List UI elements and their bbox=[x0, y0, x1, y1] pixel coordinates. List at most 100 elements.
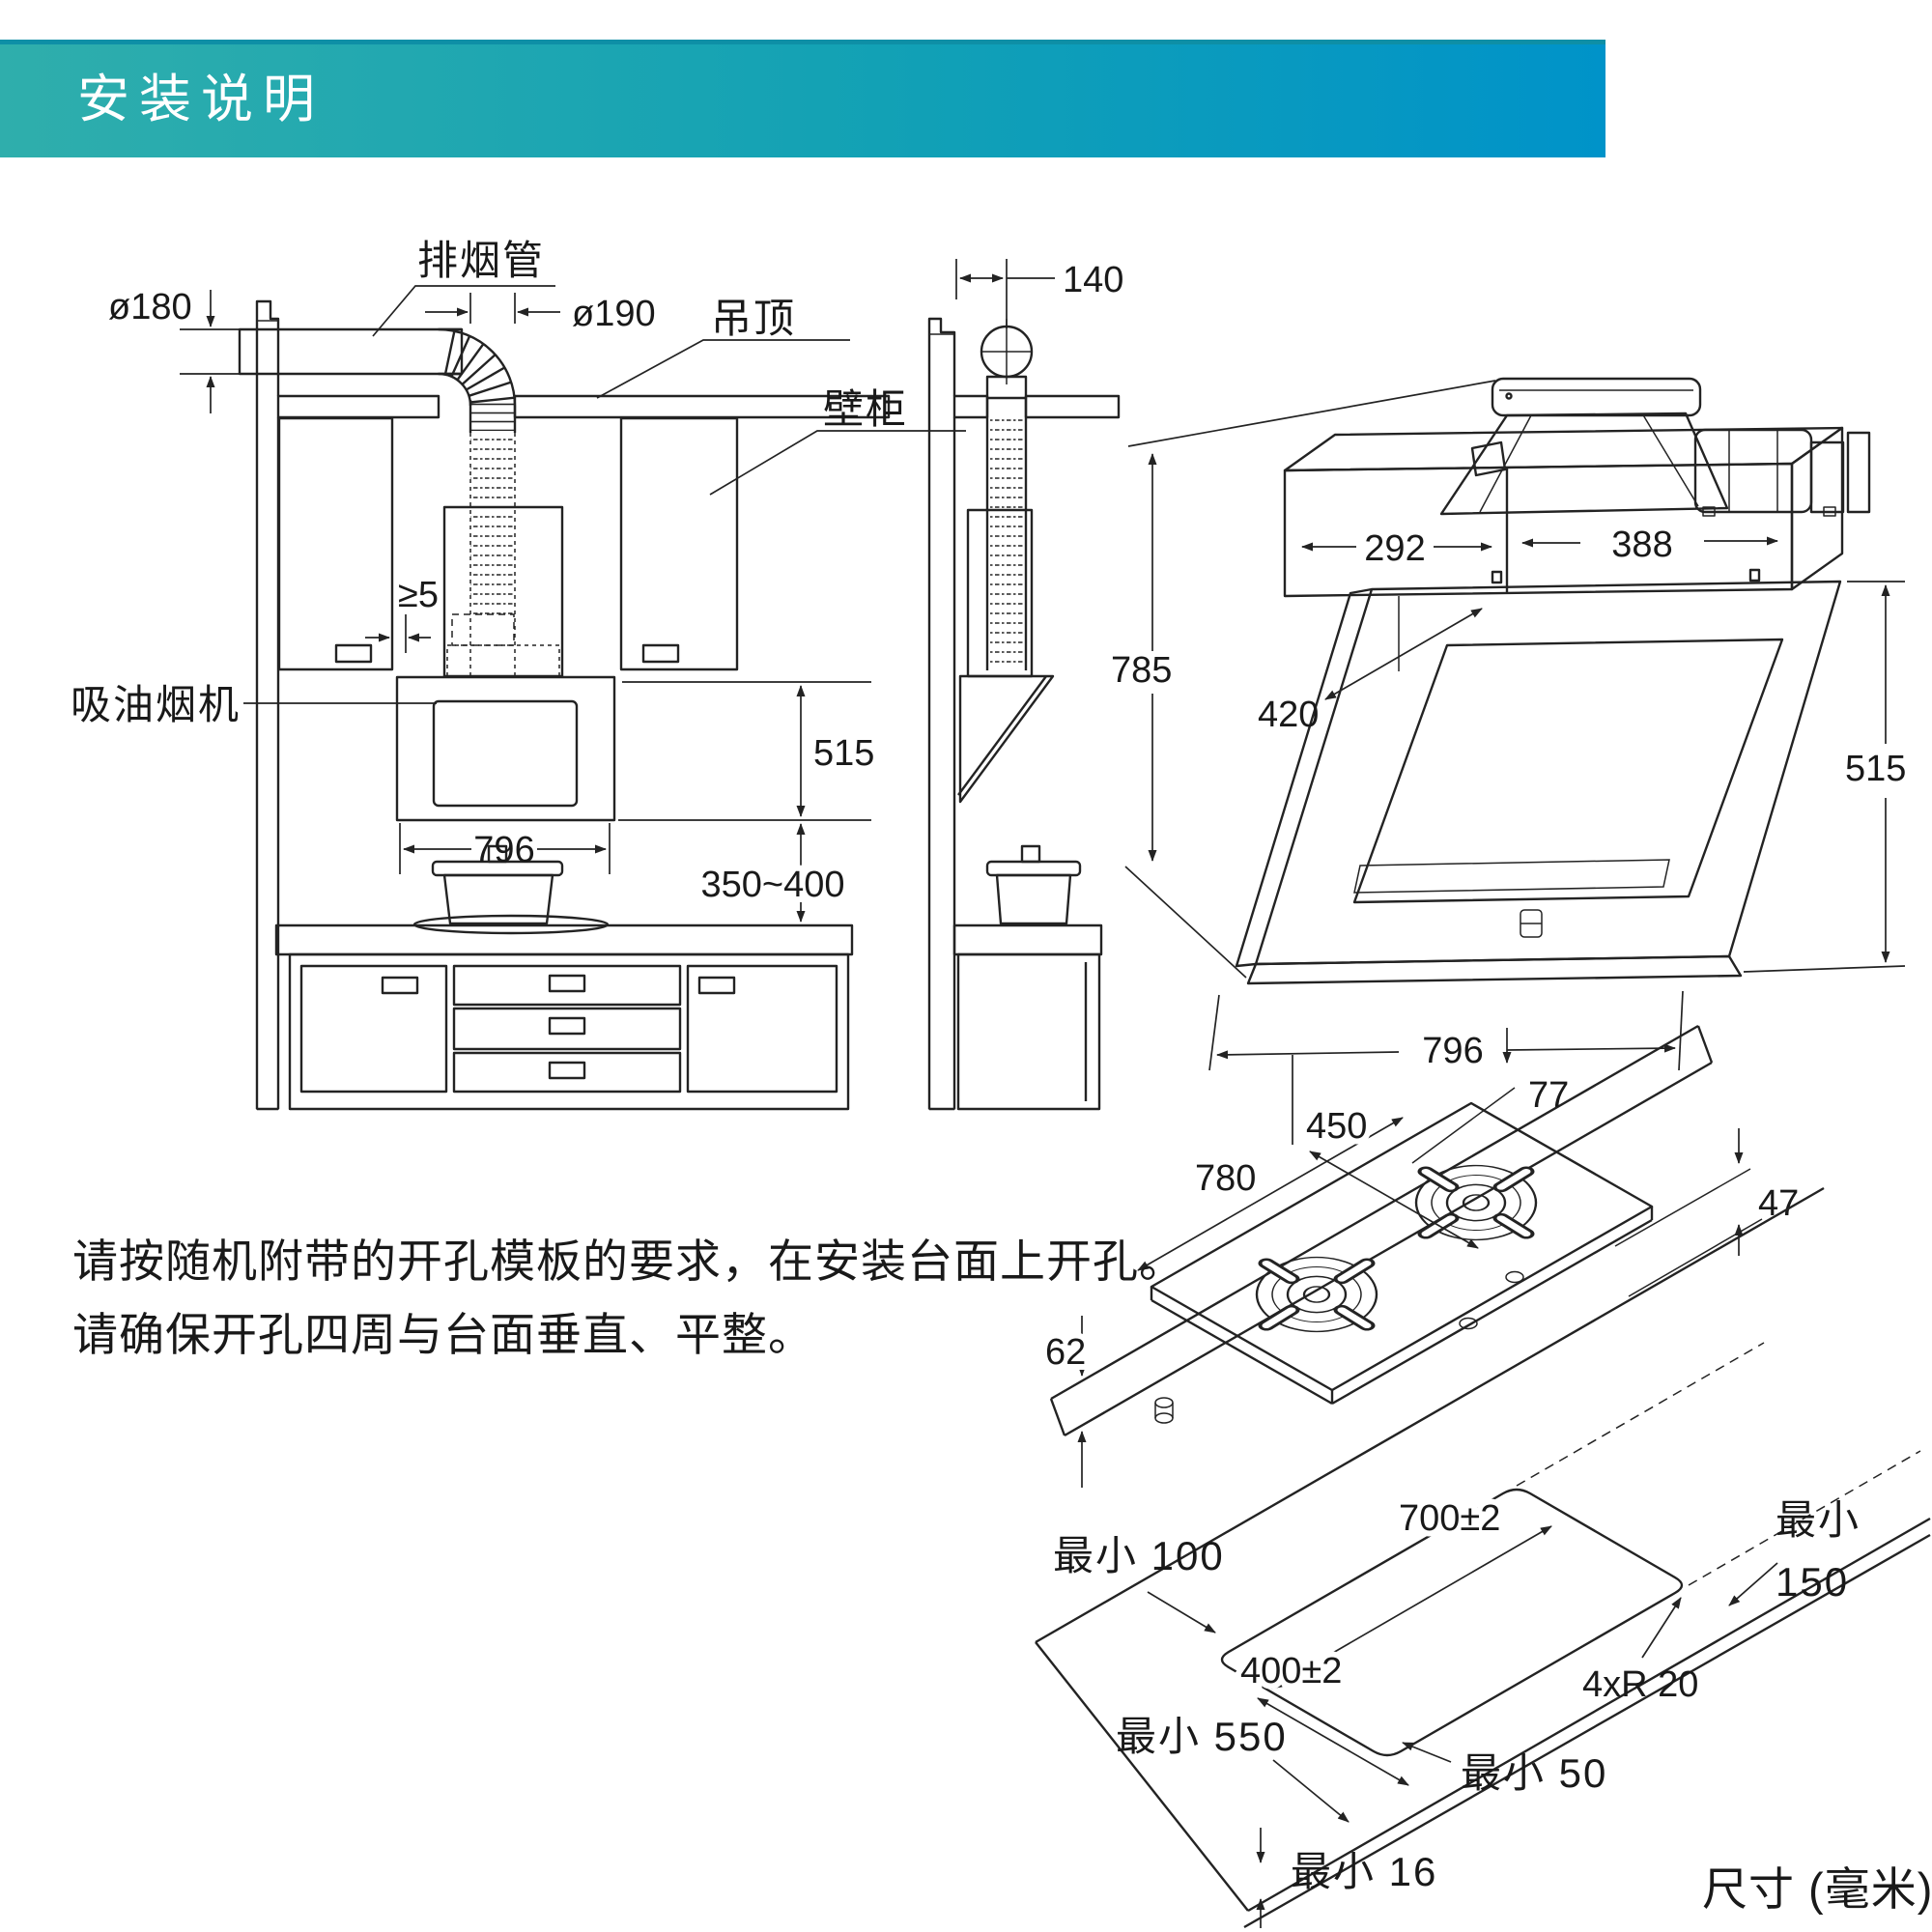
pot-front bbox=[431, 844, 564, 925]
svg-text:515: 515 bbox=[1845, 749, 1906, 789]
svg-text:785: 785 bbox=[1111, 650, 1172, 691]
svg-text:796: 796 bbox=[1422, 1031, 1483, 1071]
pot-side bbox=[985, 844, 1082, 925]
svg-text:≥5: ≥5 bbox=[398, 575, 439, 615]
dim-cabinet-gap: ≥5 bbox=[365, 575, 439, 653]
note-line-1: 请按随机附带的开孔模板的要求，在安装台面上开孔。 bbox=[72, 1236, 1185, 1287]
svg-text:最小 50: 最小 50 bbox=[1461, 1750, 1607, 1796]
section-banner: 安装说明 bbox=[0, 40, 1605, 157]
hood-side-profile bbox=[957, 674, 1055, 804]
dim-hood-to-hob: 350~400 bbox=[696, 823, 851, 923]
ceiling-label: 吊顶 bbox=[596, 296, 850, 399]
wall bbox=[255, 299, 280, 1111]
dim-body-height: 47 bbox=[1614, 1128, 1799, 1297]
front-view: ø180 排烟管 ø190 吊顶 壁柜 bbox=[71, 238, 966, 1111]
dim-cutout-width: 400±2 bbox=[1235, 1645, 1409, 1786]
note-line-2: 请确保开孔四周与台面垂直、平整。 bbox=[72, 1309, 814, 1360]
svg-text:吸油烟机: 吸油烟机 bbox=[71, 682, 241, 727]
dim-total-height: 785 bbox=[1111, 380, 1496, 979]
svg-text:最小: 最小 bbox=[1776, 1497, 1861, 1543]
exhaust-pipe-label: 排烟管 bbox=[372, 238, 555, 337]
svg-text:700±2: 700±2 bbox=[1399, 1498, 1500, 1539]
svg-text:350~400: 350~400 bbox=[701, 865, 845, 905]
svg-text:ø190: ø190 bbox=[572, 294, 656, 334]
svg-text:壁柜: 壁柜 bbox=[823, 386, 908, 432]
svg-text:4xR 20: 4xR 20 bbox=[1582, 1664, 1698, 1705]
gas-inlet bbox=[1154, 1397, 1174, 1424]
wall-cabinet-right bbox=[619, 416, 739, 671]
svg-text:最小 16: 最小 16 bbox=[1291, 1849, 1437, 1894]
burner-rear bbox=[1414, 1164, 1538, 1241]
svg-text:77: 77 bbox=[1528, 1075, 1569, 1116]
svg-text:388: 388 bbox=[1611, 525, 1672, 565]
cutout-rect bbox=[1220, 1488, 1684, 1757]
dim-wall-to-duct: 140 bbox=[955, 259, 1123, 328]
counter-outline bbox=[1035, 1186, 1931, 1929]
base-cabinet-side bbox=[956, 952, 1101, 1111]
svg-text:400±2: 400±2 bbox=[1240, 1651, 1342, 1691]
dim-cutout-length: 700±2 bbox=[1270, 1492, 1552, 1690]
base-cabinet-front bbox=[288, 952, 850, 1111]
dim-corner-radius: 4xR 20 bbox=[1582, 1597, 1698, 1705]
page-title: 安装说明 bbox=[77, 71, 325, 128]
dim-below-counter: 62 bbox=[1039, 1316, 1092, 1488]
dim-hob-width: 450 bbox=[1292, 1055, 1479, 1249]
svg-text:62: 62 bbox=[1045, 1332, 1086, 1373]
svg-text:吊顶: 吊顶 bbox=[711, 296, 796, 341]
hood-blower bbox=[1693, 428, 1871, 517]
dim-hob-length: 780 bbox=[1137, 1117, 1404, 1271]
dim-left-section: 292 bbox=[1301, 528, 1492, 569]
dim-back-margin: 最小 100 bbox=[1053, 1533, 1225, 1634]
burner-front bbox=[1255, 1256, 1378, 1333]
dim-front-margin: 最小 550 bbox=[1116, 1714, 1350, 1823]
projection-dash-1 bbox=[1516, 1342, 1765, 1487]
dim-panel-height: 515 bbox=[1743, 581, 1906, 973]
range-hood-label: 吸油烟机 bbox=[71, 682, 437, 727]
countertop-side bbox=[952, 923, 1103, 956]
dim-hood-height-front: 515 bbox=[618, 681, 880, 821]
side-view: 140 bbox=[927, 259, 1123, 1111]
dim-duct-vertical: ø190 bbox=[425, 293, 656, 334]
range-hood-front bbox=[395, 675, 616, 822]
svg-text:最小 550: 最小 550 bbox=[1116, 1714, 1288, 1759]
hood-3d-view: 292 388 420 785 bbox=[1111, 377, 1906, 1071]
projection-dash-2 bbox=[1688, 1450, 1921, 1586]
svg-text:排烟管: 排烟管 bbox=[417, 238, 545, 283]
wall-cabinet-left bbox=[277, 416, 394, 671]
hob-glass bbox=[1150, 1101, 1654, 1406]
svg-text:450: 450 bbox=[1306, 1106, 1367, 1147]
units-label: 尺寸 (毫米) bbox=[1702, 1863, 1932, 1915]
svg-text:420: 420 bbox=[1258, 695, 1319, 735]
exhaust-duct-elbow bbox=[437, 327, 517, 407]
hood-outlet-cone bbox=[1439, 377, 1729, 516]
dim-burner-height: 77 bbox=[1411, 1028, 1569, 1164]
wall-cabinet-label: 壁柜 bbox=[709, 386, 966, 496]
ceiling-side bbox=[952, 394, 1121, 419]
svg-text:140: 140 bbox=[1063, 260, 1123, 300]
hob-3d-view: 780 450 77 47 62 bbox=[1039, 1024, 1799, 1488]
svg-text:292: 292 bbox=[1364, 528, 1425, 569]
countertop-front bbox=[274, 914, 854, 956]
dim-side-margin: 最小 50 bbox=[1402, 1742, 1607, 1796]
dim-right-section: 388 bbox=[1521, 525, 1778, 565]
svg-text:ø180: ø180 bbox=[108, 287, 192, 327]
dim-min-thickness: 最小 16 bbox=[1256, 1828, 1437, 1928]
hood-glass-3d bbox=[1235, 580, 1842, 985]
svg-text:最小 100: 最小 100 bbox=[1053, 1533, 1225, 1578]
exhaust-duct-horizontal bbox=[238, 327, 464, 376]
dim-top-depth: 420 bbox=[1258, 608, 1483, 735]
exhaust-duct-vertical bbox=[446, 398, 560, 677]
svg-text:780: 780 bbox=[1195, 1158, 1256, 1199]
svg-text:47: 47 bbox=[1758, 1183, 1799, 1224]
dim-width-3d: 796 bbox=[1208, 990, 1684, 1071]
duct-side bbox=[980, 319, 1034, 670]
ceiling bbox=[276, 394, 891, 419]
dim-right-margin: 最小 150 bbox=[1728, 1497, 1861, 1606]
svg-text:796: 796 bbox=[473, 830, 534, 870]
wall-side bbox=[927, 317, 956, 1111]
dim-hood-width-front: 796 bbox=[399, 823, 611, 874]
svg-text:150: 150 bbox=[1776, 1559, 1849, 1605]
svg-text:515: 515 bbox=[813, 733, 874, 774]
